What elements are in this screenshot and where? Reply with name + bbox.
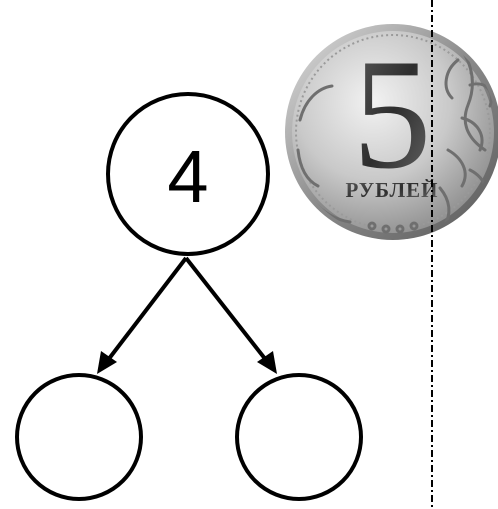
five-ruble-coin: 5 РУБЛЕЙ [285, 24, 498, 240]
left-child-circle[interactable] [17, 375, 141, 499]
coin-currency-word: РУБЛЕЙ [345, 178, 438, 202]
coin-denomination: 5 [353, 27, 432, 202]
root-node-value: 4 [167, 135, 208, 218]
arrow-to-right-child [186, 258, 266, 360]
right-child-circle[interactable] [237, 375, 361, 499]
arrow-to-left-child [108, 258, 186, 360]
